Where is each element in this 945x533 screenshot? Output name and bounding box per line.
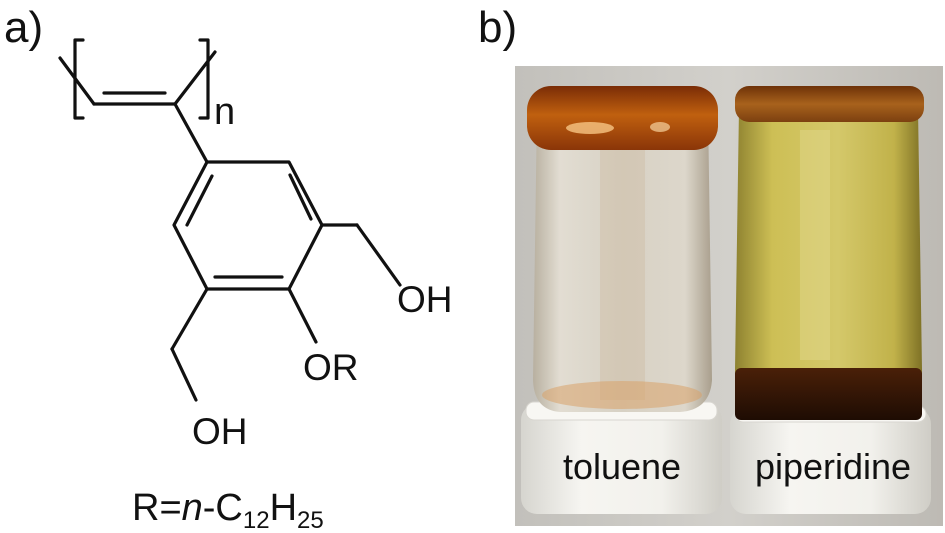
vial-piperidine-cap (730, 408, 931, 514)
vial-toluene-glass (533, 110, 712, 412)
vial-photo: toluene piperidine (515, 66, 943, 526)
or-bond (287, 287, 318, 344)
panel-label-a: a) (4, 3, 44, 52)
vial-piperidine-label: piperidine (755, 446, 911, 487)
vial-toluene-label: toluene (563, 446, 681, 487)
benzene-ring (172, 160, 324, 291)
vial-toluene: toluene (521, 86, 722, 514)
backbone-bond-right (173, 50, 217, 106)
repeat-subscript-n: n (214, 91, 235, 133)
vial-toluene-tint (600, 130, 645, 400)
hydroxyl-label-right: OH (397, 279, 453, 320)
vial-piperidine-streak (800, 130, 830, 360)
ring-inner-bond-left (185, 174, 214, 227)
r-group-definition: R=n-C12H25 (132, 487, 324, 533)
oh-bond-right (355, 223, 402, 287)
chemical-structure (58, 38, 402, 402)
vial-piperidine-glass (735, 108, 922, 395)
panel-label-b: b) (478, 3, 518, 52)
ch2-bond-bottom (170, 287, 209, 351)
right-bracket (198, 38, 210, 120)
vial-toluene-highlight (566, 122, 614, 134)
vial-toluene-polymer-layer (527, 86, 718, 150)
vial-piperidine: piperidine (730, 86, 931, 514)
vial-piperidine-sediment (735, 368, 922, 420)
vial-toluene-bottom-tint (542, 381, 702, 409)
vial-toluene-cap (521, 404, 722, 514)
ring-link-bond (173, 102, 209, 164)
vial-toluene-highlight-2 (650, 122, 670, 132)
backbone-bond-left (58, 56, 96, 106)
alkoxy-label: OR (303, 347, 359, 388)
vial-piperidine-polymer-layer (735, 86, 924, 122)
oh-bond-bottom (170, 347, 198, 402)
ring-inner-bond-top-right (288, 173, 313, 221)
hydroxyl-label-bottom: OH (192, 411, 248, 452)
